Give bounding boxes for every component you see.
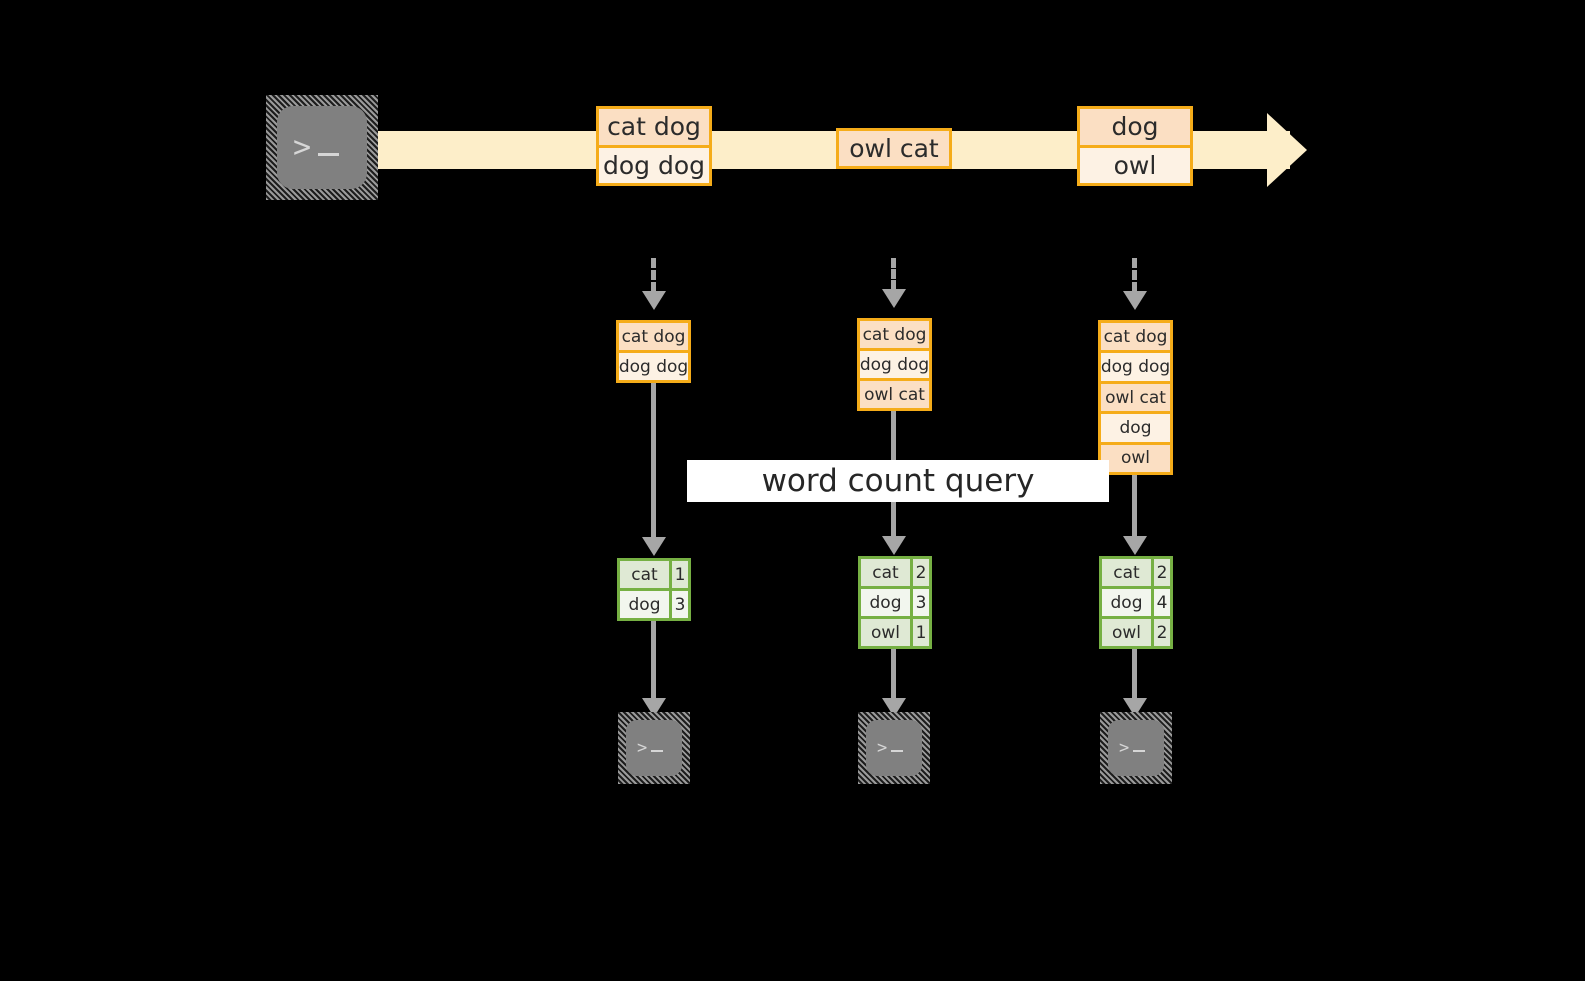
result-count: 1 [913, 619, 929, 646]
buffer-row: dog dog [619, 353, 688, 380]
stream-message-line: owl cat [839, 131, 949, 166]
snapshot-3-ingest-line [1132, 258, 1137, 292]
consumer-terminal-screen: > [1108, 720, 1164, 776]
result-count: 3 [913, 589, 929, 616]
query-label: word count query [687, 460, 1109, 502]
result-word: owl [861, 619, 913, 646]
consumer-terminal-prompt: > [877, 739, 904, 757]
stream-message-1[interactable]: cat dog dog dog [596, 106, 712, 186]
result-word: cat [861, 559, 913, 586]
stream-message-3[interactable]: dog owl [1077, 106, 1193, 186]
snapshot-1-ingest-line [651, 258, 656, 292]
snapshot-2-output-line [891, 649, 896, 699]
result-word: dog [861, 589, 913, 616]
consumer-terminal-screen: > [626, 720, 682, 776]
result-count: 3 [672, 591, 688, 618]
snapshot-3-output-line [1132, 649, 1137, 699]
buffer-row: cat dog [860, 321, 929, 351]
stream-message-2[interactable]: owl cat [836, 128, 952, 169]
result-word: dog [1102, 589, 1154, 616]
buffer-row: dog [1101, 414, 1170, 445]
snapshot-2-ingest-line [891, 258, 896, 290]
result-count: 2 [1154, 559, 1170, 586]
event-stream-arrowhead [1267, 113, 1307, 187]
snapshot-3-query-arrowhead [1123, 536, 1147, 555]
snapshot-1-ingest-arrowhead [642, 291, 666, 310]
snapshot-2-ingest-arrowhead [882, 289, 906, 308]
stream-message-line: dog [1080, 109, 1190, 148]
result-count: 2 [913, 559, 929, 586]
producer-terminal-prompt: > [293, 132, 340, 163]
snapshot-1-consumer-terminal-icon[interactable]: > [618, 712, 690, 784]
result-word: dog [620, 591, 672, 618]
snapshot-3-ingest-arrowhead [1123, 291, 1147, 310]
producer-terminal-icon[interactable]: > [266, 95, 378, 200]
snapshot-2-consumer-terminal-icon[interactable]: > [858, 712, 930, 784]
snapshot-3-query-line [1132, 475, 1137, 537]
snapshot-1-query-arrowhead [642, 537, 666, 556]
snapshot-1-query-line [651, 383, 656, 538]
buffer-row: owl cat [1101, 383, 1170, 415]
snapshot-2-query-arrowhead [882, 536, 906, 555]
result-word: cat [620, 561, 672, 588]
result-count: 2 [1154, 619, 1170, 646]
consumer-terminal-prompt: > [1119, 739, 1146, 757]
buffer-row: cat dog [1101, 323, 1170, 354]
result-count: 4 [1154, 589, 1170, 616]
consumer-terminal-prompt: > [637, 739, 664, 757]
buffer-row: owl cat [860, 381, 929, 408]
buffer-row: owl [1101, 444, 1170, 473]
consumer-terminal-screen: > [866, 720, 922, 776]
stream-message-line: cat dog [599, 109, 709, 148]
stream-message-line: owl [1080, 147, 1190, 183]
snapshot-3-consumer-terminal-icon[interactable]: > [1100, 712, 1172, 784]
buffer-row: dog dog [860, 351, 929, 381]
stream-message-line: dog dog [599, 147, 709, 183]
result-count: 1 [672, 561, 688, 588]
result-word: cat [1102, 559, 1154, 586]
result-word: owl [1102, 619, 1154, 646]
buffer-row: dog dog [1101, 353, 1170, 384]
buffer-row: cat dog [619, 323, 688, 353]
producer-terminal-screen: > [277, 106, 367, 189]
snapshot-1-output-line [651, 621, 656, 699]
